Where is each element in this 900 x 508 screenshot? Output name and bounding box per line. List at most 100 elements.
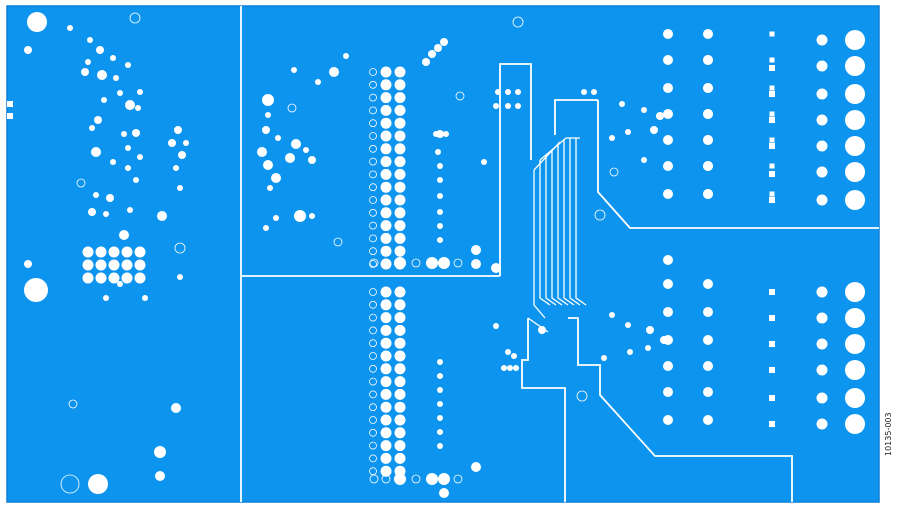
square-pad xyxy=(769,163,775,169)
via-pad xyxy=(703,279,713,289)
copper-plane xyxy=(6,5,880,503)
via-pad xyxy=(380,299,392,311)
via-ring xyxy=(60,474,80,494)
via-ring xyxy=(369,93,377,102)
via-pad xyxy=(816,312,828,324)
via-pad xyxy=(394,337,406,349)
via-pad xyxy=(845,190,865,210)
via-pad xyxy=(96,46,104,54)
via-ring xyxy=(576,390,588,402)
via-pad xyxy=(816,338,828,350)
via-pad xyxy=(380,194,392,206)
via-pad xyxy=(440,38,448,46)
via-ring xyxy=(411,474,421,484)
via-pad xyxy=(174,126,182,134)
via-pad xyxy=(119,230,129,240)
via-pad xyxy=(262,126,270,134)
square-pad xyxy=(769,289,775,295)
via-pad xyxy=(308,156,316,164)
via-pad xyxy=(108,272,120,284)
via-ring xyxy=(453,258,463,268)
via-ring xyxy=(512,16,524,28)
via-pad xyxy=(95,272,107,284)
via-pad xyxy=(108,246,120,258)
via-pad xyxy=(816,140,828,152)
via-pad xyxy=(267,185,273,191)
via-pad xyxy=(663,161,673,171)
via-pad xyxy=(394,350,406,362)
via-pad xyxy=(294,210,306,222)
via-ring xyxy=(594,209,606,221)
via-pad xyxy=(380,168,392,180)
via-pad xyxy=(155,471,165,481)
via-pad xyxy=(663,255,673,265)
via-pad xyxy=(121,259,133,271)
via-pad xyxy=(816,60,828,72)
via-pad xyxy=(663,135,673,145)
via-pad xyxy=(380,414,392,426)
via-ring xyxy=(333,237,343,247)
via-pad xyxy=(437,193,443,199)
via-ring xyxy=(369,474,379,484)
via-pad xyxy=(816,114,828,126)
via-pad xyxy=(291,67,297,73)
via-pad xyxy=(262,94,274,106)
via-pad xyxy=(291,139,301,149)
via-pad xyxy=(845,308,865,328)
via-pad xyxy=(394,299,406,311)
via-pad xyxy=(538,326,546,334)
square-pad xyxy=(769,315,775,321)
square-pad xyxy=(769,117,775,123)
via-pad xyxy=(437,177,443,183)
via-ring xyxy=(369,258,379,268)
square-pad xyxy=(769,137,775,143)
via-pad xyxy=(125,100,135,110)
via-pad xyxy=(285,153,295,163)
via-pad xyxy=(505,103,511,109)
via-pad xyxy=(394,66,406,78)
square-pad xyxy=(769,395,775,401)
via-pad xyxy=(95,259,107,271)
via-pad xyxy=(394,414,406,426)
via-pad xyxy=(273,215,279,221)
square-pad xyxy=(769,57,775,63)
via-pad xyxy=(171,403,181,413)
via-pad xyxy=(515,103,521,109)
via-ring xyxy=(369,428,377,437)
via-ring xyxy=(369,119,377,128)
via-pad xyxy=(137,89,143,95)
via-pad xyxy=(380,312,392,324)
via-pad xyxy=(394,168,406,180)
via-pad xyxy=(663,29,673,39)
square-pad xyxy=(769,65,775,71)
via-ring xyxy=(369,260,377,268)
figure-id-label: 10135-003 xyxy=(884,412,893,456)
via-ring xyxy=(369,390,377,399)
via-pad xyxy=(816,88,828,100)
via-pad xyxy=(493,323,499,329)
via-ring xyxy=(369,106,377,115)
via-ring xyxy=(369,247,377,256)
square-pad xyxy=(769,421,775,427)
via-pad xyxy=(394,143,406,155)
via-pad xyxy=(505,89,511,95)
via-pad xyxy=(380,258,392,270)
via-pad xyxy=(137,154,143,160)
via-pad xyxy=(507,365,513,371)
via-pad xyxy=(394,452,406,464)
via-pad xyxy=(703,83,713,93)
via-ring xyxy=(174,242,186,254)
via-ring xyxy=(369,339,377,348)
via-pad xyxy=(426,257,438,269)
via-pad xyxy=(703,361,713,371)
via-pad xyxy=(703,189,713,199)
via-ring xyxy=(369,68,377,76)
via-pad xyxy=(88,474,108,494)
via-pad xyxy=(142,295,148,301)
via-pad xyxy=(103,211,109,217)
square-pad xyxy=(7,113,13,119)
via-ring xyxy=(369,300,377,309)
via-pad xyxy=(703,335,713,345)
via-pad xyxy=(641,157,647,163)
square-pad xyxy=(769,191,775,197)
